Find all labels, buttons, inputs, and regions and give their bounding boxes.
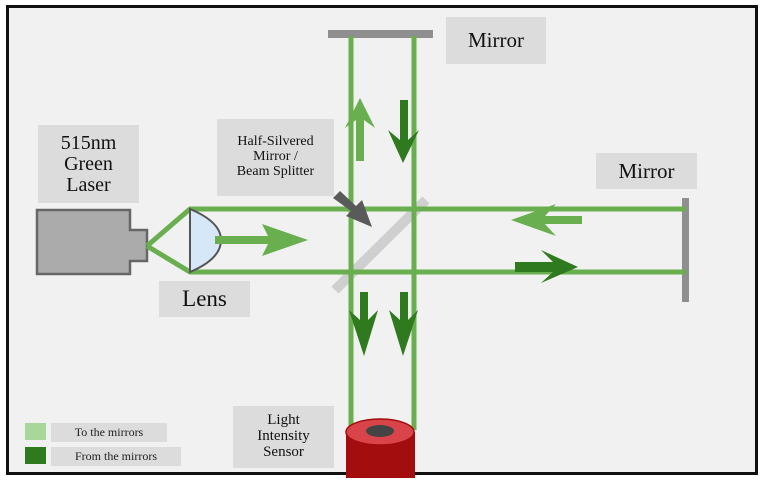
mirror-top-label: Mirror	[446, 17, 546, 64]
arrow-down-icon	[388, 100, 419, 163]
legend-label-to-mirrors: To the mirrors	[51, 423, 167, 442]
lens-label: Lens	[159, 281, 250, 317]
arrow-left-icon	[511, 204, 582, 236]
mirror-right-label: Mirror	[596, 153, 697, 189]
laser-label-line: 515nm	[60, 131, 117, 154]
light-intensity-sensor	[345, 418, 415, 478]
mirror-top	[328, 30, 433, 38]
pointer-arrow-icon	[333, 191, 372, 227]
mirror-right	[682, 198, 689, 302]
arrow-down-icon	[389, 292, 418, 356]
arrow-right-icon	[215, 224, 308, 256]
sensor-label-line: Light	[267, 412, 300, 429]
sensor-label-line: Intensity	[257, 428, 310, 445]
laser-label-line: Laser	[66, 173, 111, 196]
arrows-to-mirrors	[215, 98, 582, 256]
laser-label: 515nm Green Laser	[38, 125, 139, 203]
arrow-down-icon	[349, 292, 378, 356]
beam-splitter-label-line: Half-Silvered	[237, 134, 314, 150]
beam-splitter-label-line: Mirror /	[253, 149, 298, 165]
legend-swatch-to-mirrors	[25, 423, 46, 440]
sensor-label-line: Sensor	[263, 443, 304, 460]
beam-paths	[145, 36, 686, 430]
arrows-from-mirrors	[349, 100, 578, 356]
laser-label-line: Green	[64, 152, 113, 175]
legend-swatch-from-mirrors	[25, 447, 46, 464]
laser-body	[35, 208, 149, 276]
beam-splitter-label: Half-Silvered Mirror / Beam Splitter	[217, 119, 334, 196]
arrow-right-icon	[515, 250, 578, 283]
arrow-up-icon	[345, 98, 375, 161]
beam-splitter-label-line: Beam Splitter	[236, 163, 315, 179]
sensor-label: Light Intensity Sensor	[233, 406, 334, 468]
legend-label-from-mirrors: From the mirrors	[51, 447, 181, 466]
